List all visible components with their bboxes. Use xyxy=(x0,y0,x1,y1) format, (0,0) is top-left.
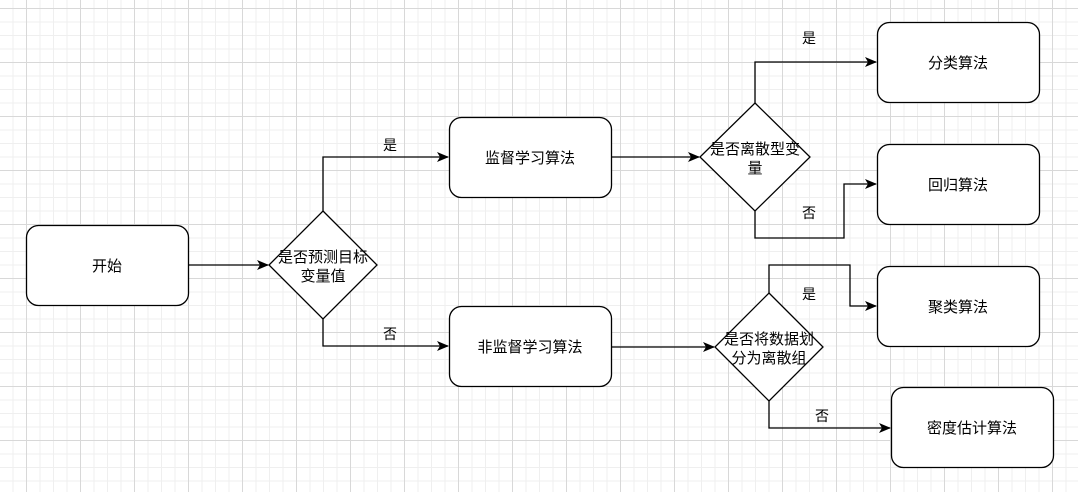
edge-label-group-yes: 是 xyxy=(802,287,816,303)
node-unsupervised[interactable]: 非监督学习算法 xyxy=(448,305,613,388)
node-regression-label: 回归算法 xyxy=(928,176,988,194)
node-q-discrete-label-line1: 是否离散型变 xyxy=(710,140,800,158)
node-q-group-label-line1: 是否将数据划 xyxy=(724,330,814,348)
node-q-group-label-line2: 分为离散组 xyxy=(731,349,806,367)
node-unsupervised-label: 非监督学习算法 xyxy=(477,338,582,356)
edge-group-no-to-density[interactable] xyxy=(768,401,891,433)
node-q-discrete-label-line2: 量 xyxy=(747,159,762,177)
node-clustering-label: 聚类算法 xyxy=(928,298,988,316)
node-q-predict-label-line1: 是否预测目标 xyxy=(278,248,368,266)
edge-discrete-yes-to-classification[interactable] xyxy=(754,57,877,103)
edge-label-predict-yes: 是 xyxy=(383,138,397,154)
node-q-predict-label-line2: 变量值 xyxy=(300,267,345,285)
node-start[interactable]: 开始 xyxy=(25,224,190,307)
node-start-label: 开始 xyxy=(92,257,122,275)
edge-discrete-no-to-regression[interactable] xyxy=(754,179,877,239)
edge-label-discrete-no: 否 xyxy=(802,206,816,222)
edge-predict-yes-to-supervised[interactable] xyxy=(322,152,449,211)
node-clustering[interactable]: 聚类算法 xyxy=(876,265,1041,348)
edge-label-discrete-yes: 是 xyxy=(802,31,816,47)
node-q-discrete[interactable]: 是否离散型变 量 xyxy=(699,102,811,212)
node-density[interactable]: 密度估计算法 xyxy=(890,386,1055,469)
edge-group-yes-to-clustering[interactable] xyxy=(768,264,877,311)
node-q-group[interactable]: 是否将数据划 分为离散组 xyxy=(714,292,824,402)
node-supervised[interactable]: 监督学习算法 xyxy=(448,116,613,199)
edge-predict-no-to-unsupervised[interactable] xyxy=(322,319,449,351)
node-classification-label: 分类算法 xyxy=(928,54,988,72)
node-regression[interactable]: 回归算法 xyxy=(876,143,1041,226)
node-classification[interactable]: 分类算法 xyxy=(876,21,1041,104)
edge-label-predict-no: 否 xyxy=(383,327,397,343)
node-q-predict[interactable]: 是否预测目标 变量值 xyxy=(268,210,378,320)
node-density-label: 密度估计算法 xyxy=(927,419,1017,437)
node-supervised-label: 监督学习算法 xyxy=(485,149,575,167)
edge-label-group-no: 否 xyxy=(815,409,829,425)
